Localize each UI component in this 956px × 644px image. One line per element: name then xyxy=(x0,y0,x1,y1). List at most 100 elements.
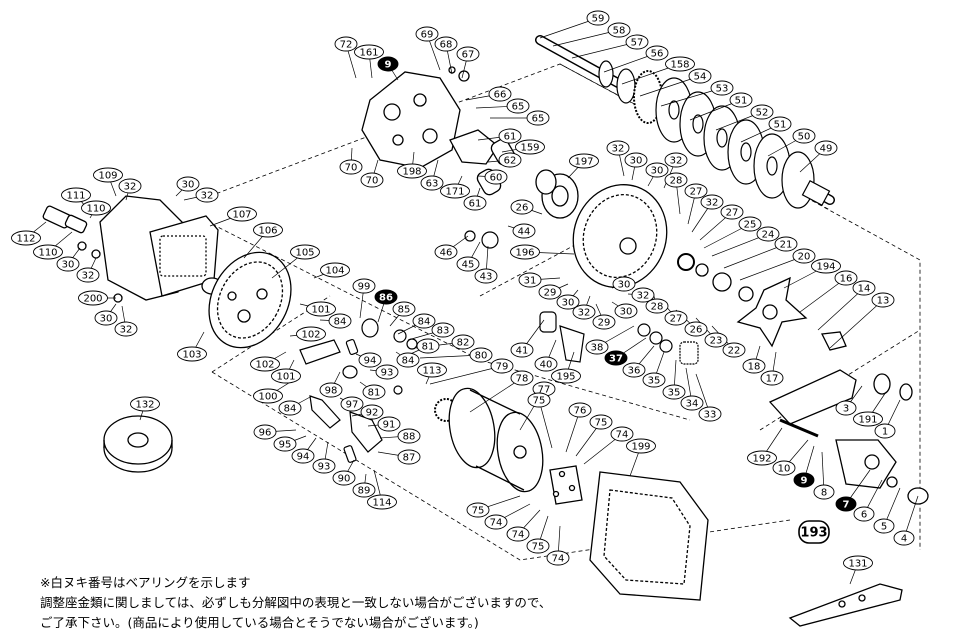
callout-badge xyxy=(873,518,895,534)
callout-number: 111 xyxy=(66,191,85,202)
callout-number: 32 xyxy=(670,156,683,167)
callout-number: 75 xyxy=(532,542,545,553)
callout-badge xyxy=(463,195,487,211)
callout-number: 21 xyxy=(780,240,793,251)
part-callout: 194 xyxy=(811,258,841,274)
callout-number: 68 xyxy=(440,40,453,51)
callout-badge xyxy=(698,406,722,422)
part-callout: 87 xyxy=(397,449,421,465)
callout-number: 9 xyxy=(801,476,808,487)
part-callout: 51 xyxy=(768,116,792,132)
part-callout: 93 xyxy=(375,364,399,380)
part-callout: 67 xyxy=(456,46,480,62)
callout-number: 75 xyxy=(533,396,546,407)
part-callout: 97 xyxy=(340,396,364,412)
callout-number: 45 xyxy=(462,260,475,271)
part-callout: 32 xyxy=(631,287,655,303)
callout-badge xyxy=(392,301,416,317)
part-callout: 43 xyxy=(474,268,498,284)
part-callout: 34 xyxy=(680,395,704,411)
callout-number: 101 xyxy=(311,305,330,316)
callout-badge xyxy=(518,272,542,288)
callout-number: 41 xyxy=(516,346,529,357)
callout-number: 60 xyxy=(490,173,503,184)
callout-badge xyxy=(227,206,257,222)
callout-number: 89 xyxy=(358,486,371,497)
part-callout: 6 xyxy=(853,506,875,522)
callout-number: 69 xyxy=(421,30,434,41)
callout-number: 87 xyxy=(403,453,416,464)
part-callout: 38 xyxy=(585,339,609,355)
part-callout: 70 xyxy=(360,172,384,188)
callout-badge xyxy=(456,256,480,272)
part-callout: 32 xyxy=(76,267,100,283)
callout-badge xyxy=(592,314,616,330)
callout-number: 74 xyxy=(512,530,525,541)
part-callout: 91 xyxy=(377,416,401,432)
part-callout: 200 xyxy=(78,290,108,306)
callout-badge xyxy=(195,187,219,203)
callout-badge xyxy=(624,152,648,168)
callout-badge xyxy=(688,68,712,84)
callout-badge xyxy=(273,436,297,452)
callout-badge xyxy=(750,104,774,120)
callout-number: 3 xyxy=(843,404,849,415)
callout-number: 200 xyxy=(83,294,102,305)
part-callout: 35 xyxy=(642,372,666,388)
part-callout: 69 xyxy=(415,26,439,42)
part-callout: 29 xyxy=(592,314,616,330)
callout-number: 171 xyxy=(445,187,464,198)
part-callout: 62 xyxy=(498,152,522,168)
callout-badge xyxy=(367,494,397,510)
callout-number: 52 xyxy=(756,108,769,119)
callout-number: 30 xyxy=(562,298,575,309)
callout-badge xyxy=(614,303,638,319)
callout-number: 74 xyxy=(616,430,629,441)
callout-badge xyxy=(81,200,111,216)
callout-badge xyxy=(319,382,343,398)
callout-badge xyxy=(720,204,744,220)
part-callout: 14 xyxy=(852,280,876,296)
callout-number: 114 xyxy=(372,498,391,509)
part-callout: 94 xyxy=(291,448,315,464)
part-callout: 29 xyxy=(538,284,562,300)
callout-number: 1 xyxy=(882,427,888,438)
callout-badge xyxy=(792,248,816,264)
callout-number: 50 xyxy=(798,132,811,143)
part-callout: 27 xyxy=(664,310,688,326)
callout-number: 13 xyxy=(877,296,890,307)
part-callout: 94 xyxy=(358,352,382,368)
part-callout: 93 xyxy=(312,458,336,474)
part-callout: 111 xyxy=(61,187,91,203)
callout-number: 32 xyxy=(82,271,95,282)
part-callout: 32 xyxy=(195,187,219,203)
callout-number: 74 xyxy=(552,554,565,565)
callout-badge xyxy=(498,152,522,168)
part-callout: 102 xyxy=(296,326,326,342)
callout-badge xyxy=(684,321,708,337)
part-callout: 32 xyxy=(114,321,138,337)
part-callout: 101 xyxy=(271,368,301,384)
callout-number: 23 xyxy=(710,336,723,347)
callout-number: 72 xyxy=(340,40,353,51)
part-callout: 31 xyxy=(518,272,542,288)
callout-badge xyxy=(377,56,399,72)
part-callout: 193 xyxy=(798,520,830,544)
callout-badge xyxy=(612,276,636,292)
leader-line xyxy=(429,365,503,385)
callout-number: 80 xyxy=(475,351,488,362)
callout-number: 81 xyxy=(422,342,435,353)
part-callout: 102 xyxy=(250,356,280,372)
callout-number: 198 xyxy=(402,167,421,178)
part-callout: 18 xyxy=(742,358,766,374)
part-callout: 198 xyxy=(397,163,427,179)
callout-badge xyxy=(729,92,753,108)
part-callout: 40 xyxy=(534,356,558,372)
callout-number: 84 xyxy=(284,404,297,415)
callout-badge xyxy=(360,172,384,188)
callout-number: 103 xyxy=(182,350,201,361)
callout-badge xyxy=(515,139,545,155)
callout-number: 29 xyxy=(598,318,611,329)
callout-number: 79 xyxy=(496,362,509,373)
callout-badge xyxy=(586,10,610,26)
